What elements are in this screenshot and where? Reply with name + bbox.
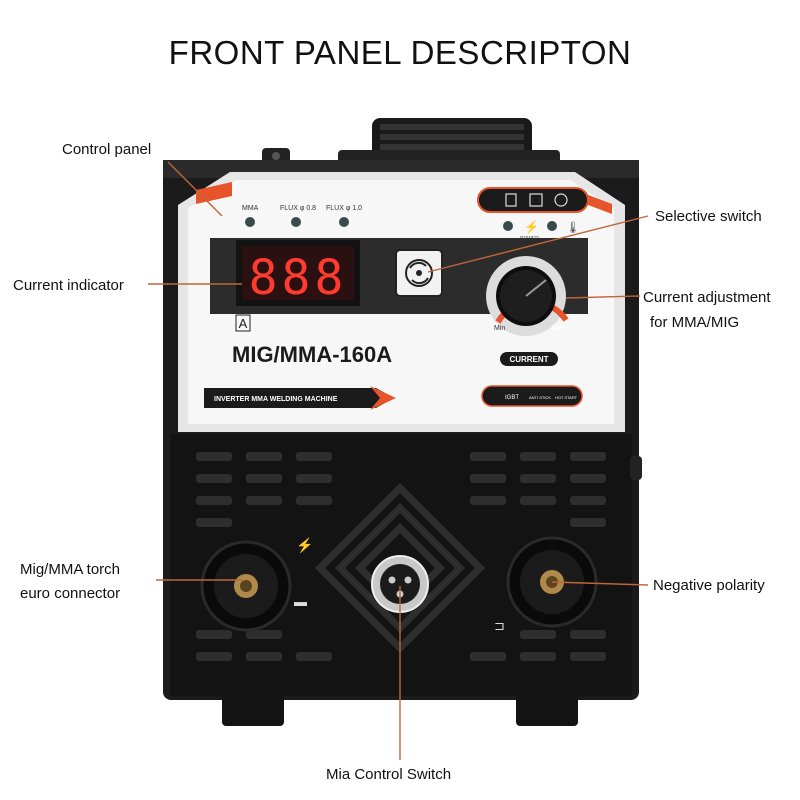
mode-label-flux10: FLUX φ 1.0: [326, 205, 362, 212]
label-negative-polarity: Negative polarity: [653, 577, 765, 594]
flux-mode-icon: [554, 193, 568, 207]
label-selective-switch: Selective switch: [655, 208, 762, 225]
electrode-icon: ▬: [294, 594, 307, 609]
label-current-indicator: Current indicator: [13, 277, 124, 294]
product-banner: INVERTER MMA WELDING MACHINE: [204, 386, 396, 410]
current-knob[interactable]: Min Max CURRENT: [486, 256, 569, 366]
power-icon: ⚡: [524, 220, 539, 234]
knob-min-label: Min: [494, 325, 505, 332]
status-indicators: ⚡ POWER 🌡: [477, 187, 589, 242]
badge-hot-start: HOT START: [555, 395, 578, 400]
power-led: [503, 221, 513, 231]
callout-line-control-panel: [167, 161, 223, 217]
vent-slots: [196, 452, 606, 661]
badge-igbt: IGBT: [505, 395, 519, 401]
selective-switch[interactable]: [395, 249, 443, 297]
callout-line-negative: [551, 581, 649, 586]
foot-right: [516, 690, 578, 726]
led-mma: [245, 217, 255, 227]
foot-left: [222, 690, 284, 726]
control-socket[interactable]: [371, 555, 429, 613]
label-control-panel: Control panel: [62, 141, 152, 158]
mig-mode-icon: [505, 193, 517, 207]
mma-mode-icon: [529, 193, 543, 207]
label-torch-2: euro connector: [20, 585, 121, 602]
mode-selector-leds: MMA FLUX φ 0.8 FLUX φ 1.0: [242, 205, 362, 227]
mode-label-flux08: FLUX φ 0.8: [280, 205, 316, 212]
knob-label: CURRENT: [509, 355, 548, 364]
display-digits: 888: [249, 250, 348, 306]
led-flux10: [339, 217, 349, 227]
carry-handle: [262, 118, 560, 172]
model-name: MIG/MMA-160A: [232, 342, 392, 367]
display-unit: A: [239, 316, 248, 331]
feature-badges: IGBT ANTI STICK HOT START: [481, 385, 583, 407]
page-title: FRONT PANEL DESCRIPTON: [168, 34, 632, 71]
led-flux08: [291, 217, 301, 227]
callout-line-current-adjustment: [565, 295, 641, 299]
label-current-adjustment-2: for MMA/MIG: [650, 314, 740, 331]
label-torch-1: Mig/MMA torch: [20, 561, 121, 578]
overheat-led: [547, 221, 557, 231]
mode-label-mma: MMA: [242, 205, 259, 212]
knob-max-label: Max: [552, 325, 566, 332]
banner-text: INVERTER MMA WELDING MACHINE: [214, 396, 338, 403]
badge-anti-stick: ANTI STICK: [529, 395, 551, 400]
label-control-switch: Mia Control Switch: [326, 766, 452, 783]
label-current-adjustment-1: Current adjustment: [643, 289, 771, 306]
torch-icon: ⚡: [296, 537, 313, 554]
callout-lines: [148, 161, 649, 760]
current-display: 888 A: [235, 240, 360, 332]
thermometer-icon: 🌡: [566, 221, 580, 234]
ground-icon: ⊐: [494, 618, 505, 633]
callout-line-selective-switch: [427, 215, 649, 273]
